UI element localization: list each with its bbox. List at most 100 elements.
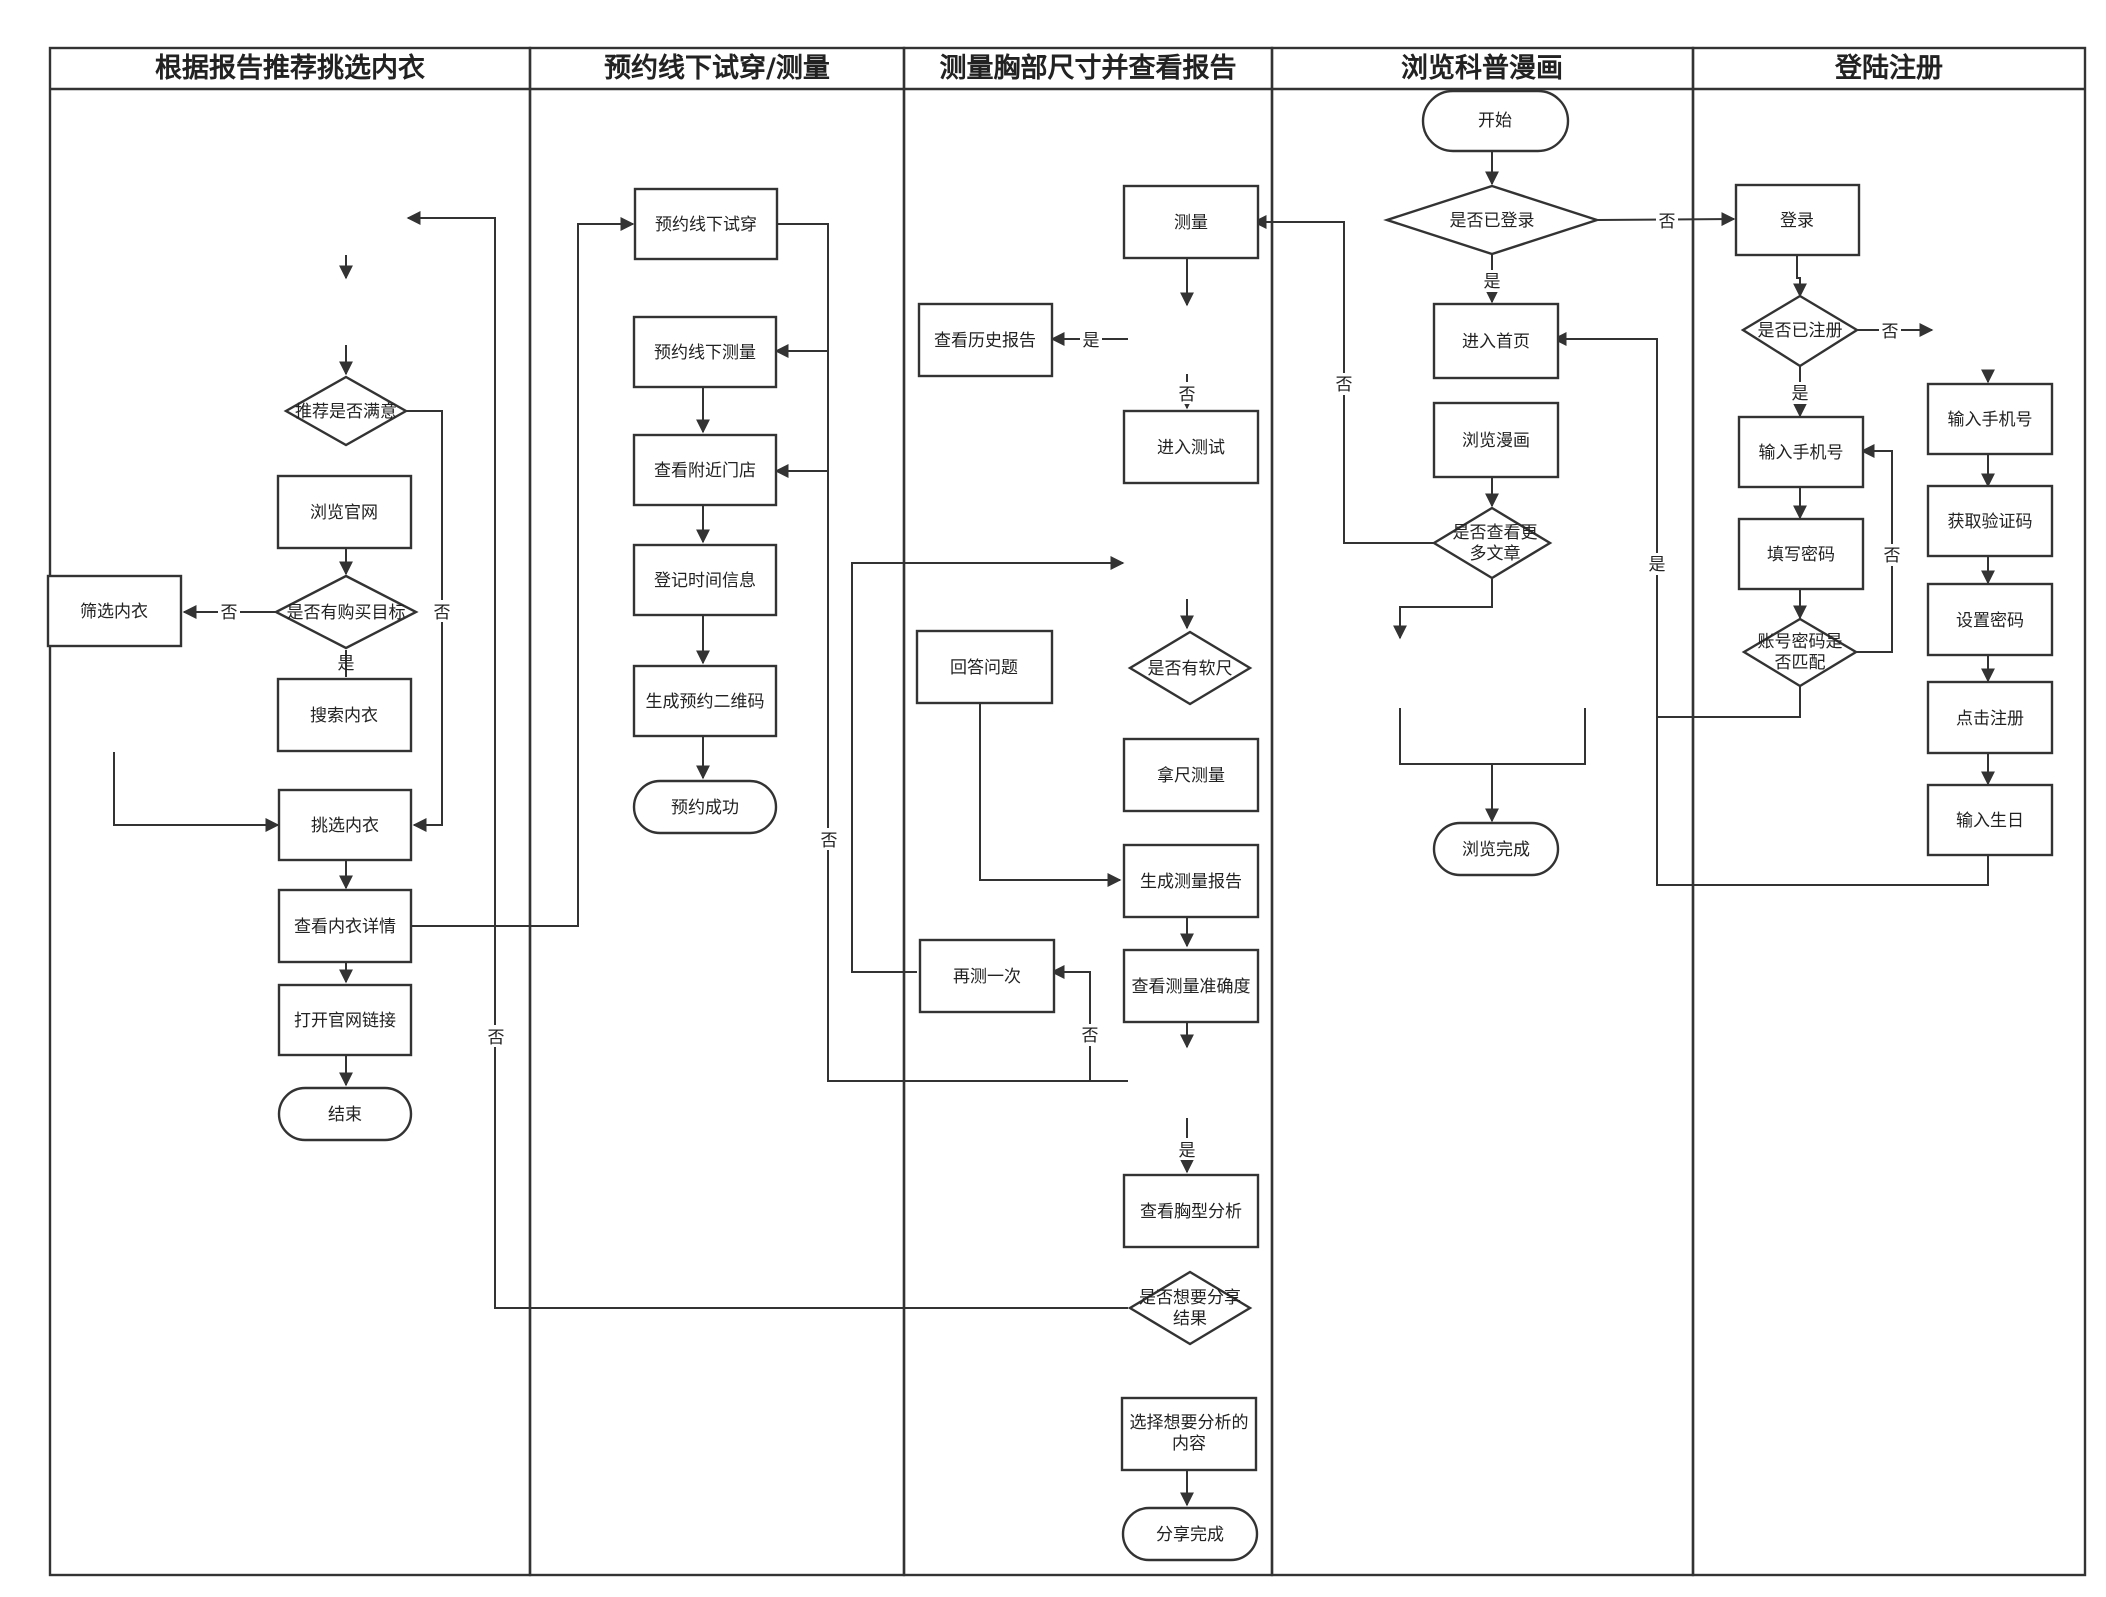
process-open-link-label: 打开官网链接	[294, 1011, 396, 1031]
edge-share-no	[406, 211, 1128, 1309]
decision-match-label-2: 否匹配	[1775, 653, 1826, 673]
edge-try-to-nearby	[774, 223, 829, 478]
process-filter	[46, 574, 183, 648]
decision-soft-ruler	[1127, 630, 1253, 706]
label-accuracy-no: 否	[1082, 1026, 1099, 1046]
terminal-share-done	[1121, 1506, 1259, 1562]
decision-logged-in-label: 是否已登录	[1450, 211, 1535, 231]
process-gen-qr	[632, 664, 778, 738]
label-bg	[1081, 1024, 1099, 1046]
lane-login-box	[1691, 46, 2087, 1577]
process-retest-label: 再测一次	[953, 967, 1021, 987]
terminal-end-label: 结束	[328, 1105, 362, 1125]
edges	[113, 151, 1995, 1507]
process-detail	[277, 888, 413, 964]
process-phone	[1737, 415, 1865, 489]
terminal-start	[1421, 89, 1570, 153]
edge-birthday-back	[1656, 717, 1989, 886]
label-bg	[1648, 553, 1666, 575]
lane-login: 登陆注册	[1691, 46, 2087, 1577]
process-book-measure-label: 预约线下测量	[654, 343, 756, 363]
label-registered-no: 否	[1882, 322, 1899, 342]
label-bg	[487, 1025, 505, 1047]
lane-comics-title: 浏览科普漫画	[1401, 52, 1563, 84]
label-match-no: 否	[1884, 546, 1901, 566]
process-set-pwd-label: 设置密码	[1956, 611, 2024, 631]
process-measure-label: 测量	[1174, 213, 1208, 233]
process-phone2	[1926, 382, 2054, 456]
label-logged-yes: 是	[1484, 272, 1501, 292]
label-bg	[1334, 373, 1354, 395]
process-get-code	[1926, 484, 2054, 558]
label-logged-no: 否	[1659, 212, 1676, 232]
edge-join-bracket	[1399, 708, 1586, 765]
edge-retest-loop	[851, 556, 1125, 973]
label-registered-yes: 是	[1792, 384, 1809, 404]
label-bg	[1879, 320, 1901, 342]
label-bg	[1177, 1138, 1197, 1160]
process-browse-site-label: 浏览官网	[310, 503, 378, 523]
edge-filter-to-pick	[113, 752, 280, 832]
process-comics	[1432, 401, 1560, 479]
terminal-share-done-label: 分享完成	[1156, 1525, 1224, 1545]
label-shape-yes: 是	[1179, 1141, 1196, 1161]
label-bg	[218, 600, 240, 622]
process-home-label: 进入首页	[1462, 332, 1530, 352]
decision-logged-in	[1383, 184, 1601, 256]
process-click-reg	[1926, 680, 2054, 755]
process-select-content-label-2: 内容	[1172, 1434, 1206, 1454]
lane-recommend-title: 根据报告推荐挑选内衣	[155, 52, 425, 84]
process-pick-label: 挑选内衣	[311, 816, 379, 836]
process-birthday	[1926, 783, 2054, 857]
process-accuracy	[1122, 948, 1260, 1024]
process-gen-report-label: 生成测量报告	[1140, 872, 1242, 892]
label-rec-ok-no: 否	[434, 603, 451, 623]
label-target-no: 否	[221, 603, 238, 623]
label-enter-test-no: 否	[1179, 385, 1196, 405]
process-enter-test-label: 进入测试	[1157, 438, 1225, 458]
label-bg	[820, 828, 838, 850]
edge-accuracy-to-book	[774, 344, 1128, 1082]
process-gen-report	[1122, 843, 1260, 919]
process-open-link	[277, 983, 413, 1057]
process-birthday-label: 输入生日	[1956, 811, 2024, 831]
decision-share-label-1: 是否想要分享	[1139, 1288, 1241, 1308]
process-filter-label: 筛选内衣	[80, 602, 148, 622]
process-pick	[277, 788, 413, 862]
process-book-measure	[632, 315, 778, 389]
process-measure	[1122, 184, 1260, 260]
process-book-try	[633, 187, 779, 261]
swimlanes: 根据报告推荐挑选内衣 预约线下试穿/测量 测量胸部尺寸并查看报告 浏览科普漫画 …	[48, 46, 2087, 1577]
process-enter-test	[1122, 409, 1260, 485]
process-home	[1432, 302, 1560, 380]
process-reg-time	[632, 543, 778, 617]
process-login	[1734, 183, 1861, 257]
decision-more-articles	[1431, 506, 1553, 580]
process-comics-label: 浏览漫画	[1462, 431, 1530, 451]
decision-has-target	[273, 574, 419, 650]
process-tape-label: 拿尺测量	[1157, 765, 1225, 786]
process-search	[276, 677, 413, 753]
label-history-yes: 是	[1083, 331, 1100, 351]
label-bg	[1080, 328, 1102, 350]
decision-match	[1741, 617, 1859, 688]
decision-more-articles-label-2: 多文章	[1470, 544, 1521, 564]
process-history	[917, 302, 1054, 378]
process-book-try-label: 预约线下试穿	[655, 215, 757, 235]
process-retest	[918, 938, 1056, 1014]
edge-login-to-registered	[1793, 255, 1807, 298]
decision-registered	[1740, 294, 1860, 368]
process-browse-site	[276, 474, 413, 550]
process-gen-qr-label: 生成预约二维码	[646, 692, 765, 712]
decision-share	[1127, 1270, 1253, 1346]
process-detail-label: 查看内衣详情	[294, 917, 396, 937]
process-set-pwd	[1926, 582, 2054, 657]
label-target-yes: 是	[338, 654, 355, 674]
label-match-yes: 是	[1649, 555, 1666, 575]
label-bg	[1177, 382, 1197, 404]
terminal-start-label: 开始	[1478, 111, 1512, 131]
terminal-browse-done	[1432, 821, 1560, 877]
terminal-browse-done-label: 浏览完成	[1462, 840, 1530, 860]
label-more-no: 否	[1336, 375, 1353, 395]
label-share-no: 否	[488, 1028, 505, 1048]
